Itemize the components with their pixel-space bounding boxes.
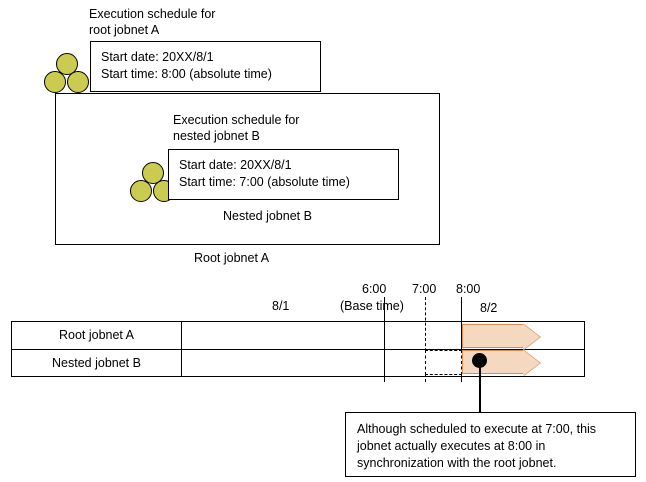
- tick-7-00: [425, 297, 426, 382]
- tick-8-00: [461, 297, 462, 382]
- date-label-8-1: 8/1: [272, 299, 290, 313]
- callout-box: Although scheduled to execute at 7:00, t…: [345, 412, 636, 477]
- root-jobnet-label: Root jobnet A: [194, 251, 270, 265]
- nested-jobnet-label: Nested jobnet B: [223, 209, 312, 223]
- execution-arrow-root: [462, 324, 540, 350]
- date-label-8-2: 8/2: [480, 301, 498, 315]
- arrow-head-root: [523, 324, 540, 350]
- scheduled-slot-nested-jobnet: [425, 350, 462, 375]
- root-schedule-start-date: Start date: 20XX/8/1: [101, 50, 214, 64]
- timeline-row-label-nested: Nested jobnet B: [52, 356, 141, 370]
- nested-schedule-box: Start date: 20XX/8/1 Start time: 7:00 (a…: [168, 149, 399, 200]
- root-schedule-box: Start date: 20XX/8/1 Start time: 8:00 (a…: [90, 41, 321, 92]
- nested-jobnet-circle-bottom-left: [130, 180, 152, 202]
- callout-text-line2: jobnet actually executes at 8:00 in: [357, 439, 546, 453]
- nested-schedule-start-time: Start time: 7:00 (absolute time): [179, 175, 350, 189]
- execution-arrow-nested: [462, 350, 540, 376]
- jobnet-circle-top: [56, 53, 78, 75]
- root-jobnet-icon: [44, 53, 90, 95]
- root-schedule-caption-line1: Execution schedule for: [89, 7, 216, 21]
- base-time-note: (Base time): [340, 299, 404, 313]
- jobnet-circle-bottom-right: [67, 71, 89, 93]
- nested-jobnet-circle-top: [142, 162, 164, 184]
- callout-connector-line: [479, 360, 481, 413]
- time-label-8: 8:00: [456, 282, 481, 296]
- time-label-7: 7:00: [412, 282, 437, 296]
- timeline-label-column-divider: [181, 322, 182, 376]
- callout-anchor-dot: [472, 353, 487, 368]
- nested-schedule-start-date: Start date: 20XX/8/1: [179, 158, 292, 172]
- callout-text-line3: synchronization with the root jobnet.: [357, 456, 557, 470]
- callout-text-line1: Although scheduled to execute at 7:00, t…: [357, 422, 597, 436]
- root-schedule-start-time: Start time: 8:00 (absolute time): [101, 67, 272, 81]
- timeline-table: Root jobnet A Nested jobnet B: [11, 321, 585, 377]
- time-label-6: 6:00: [362, 282, 387, 296]
- timeline-row-divider: [12, 349, 584, 350]
- jobnet-circle-bottom-left: [44, 71, 66, 93]
- timeline-row-label-root: Root jobnet A: [58, 328, 135, 342]
- root-schedule-caption-line2: root jobnet A: [89, 23, 160, 37]
- nested-schedule-caption-line1: Execution schedule for: [173, 113, 300, 127]
- tick-6-00: [384, 297, 385, 382]
- callout-text: Although scheduled to execute at 7:00, t…: [357, 421, 596, 472]
- arrow-head-nested: [523, 350, 540, 376]
- nested-schedule-caption-line2: nested jobnet B: [173, 129, 260, 143]
